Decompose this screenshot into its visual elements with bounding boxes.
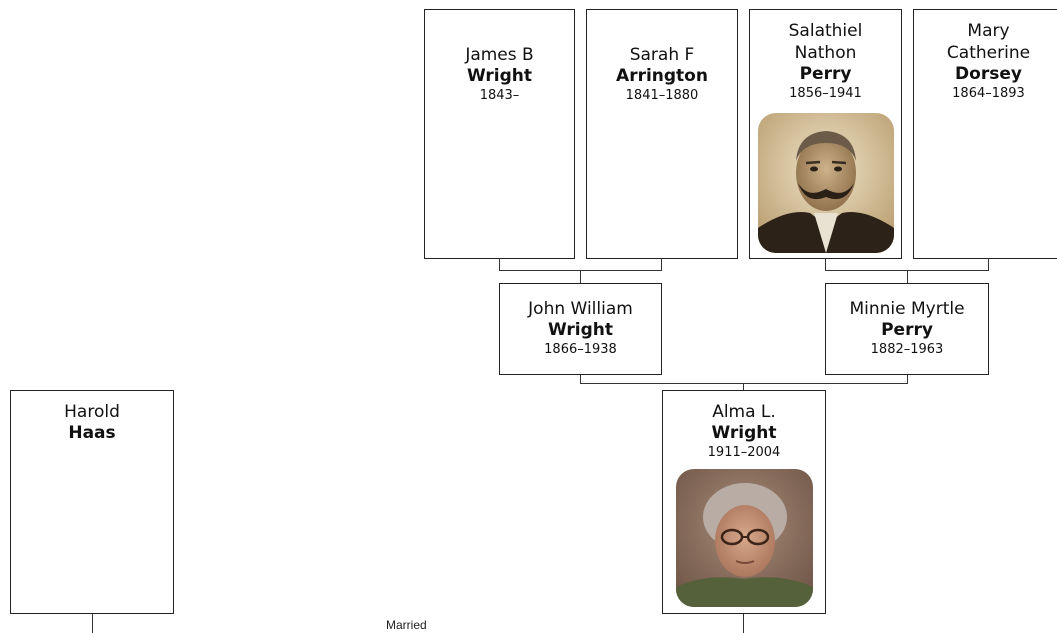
- life-dates: 1911–2004: [707, 445, 781, 460]
- given-name: Sarah F: [629, 45, 695, 65]
- person-card-sarah-arrington[interactable]: Sarah F Arrington 1841–1880: [586, 9, 738, 259]
- portrait-photo[interactable]: [676, 469, 813, 607]
- life-dates: 1841–1880: [625, 88, 699, 103]
- connector-line: [988, 258, 989, 271]
- connector-line: [580, 270, 581, 284]
- person-card-minnie-perry[interactable]: Minnie Myrtle Perry 1882–1963: [825, 283, 989, 375]
- surname: Wright: [466, 66, 533, 86]
- person-card-mary-dorsey[interactable]: Mary Catherine Dorsey 1864–1893: [913, 9, 1057, 259]
- surname: Perry: [881, 320, 933, 340]
- connector-line: [499, 258, 500, 271]
- given-name: Salathiel Nathon: [788, 21, 863, 63]
- surname: Wright: [547, 320, 614, 340]
- surname: Haas: [68, 423, 116, 443]
- connector-line: [92, 613, 93, 633]
- life-dates: 1864–1893: [952, 86, 1025, 101]
- given-name: Alma L.: [712, 402, 776, 422]
- life-dates: 1882–1963: [870, 342, 944, 357]
- given-name: Harold: [64, 402, 120, 422]
- life-dates: 1866–1938: [544, 342, 617, 357]
- surname: Wright: [711, 423, 777, 443]
- given-name: James B: [465, 45, 534, 65]
- connector-line: [743, 613, 744, 633]
- person-card-harold-haas[interactable]: Harold Haas: [10, 390, 174, 614]
- surname: Perry: [799, 64, 852, 84]
- person-card-salathiel-perry[interactable]: Salathiel Nathon Perry 1856–1941: [749, 9, 902, 259]
- connector-line: [580, 374, 581, 384]
- given-name: John William: [528, 299, 633, 319]
- given-name: Mary Catherine: [946, 21, 1031, 63]
- life-dates: 1856–1941: [789, 86, 862, 101]
- connector-line: [907, 270, 908, 284]
- surname: Dorsey: [955, 64, 1022, 84]
- marriage-label: Married: [386, 618, 427, 632]
- life-dates: 1843–: [479, 88, 520, 103]
- portrait-photo[interactable]: [758, 113, 894, 253]
- person-card-james-wright[interactable]: James B Wright 1843–: [424, 9, 575, 259]
- person-card-alma-wright[interactable]: Alma L. Wright 1911–2004: [662, 390, 826, 614]
- given-name: Minnie Myrtle: [849, 299, 965, 319]
- person-card-john-wright[interactable]: John William Wright 1866–1938: [499, 283, 662, 375]
- connector-line: [661, 258, 662, 271]
- connector-line: [743, 383, 744, 391]
- connector-line: [825, 258, 826, 271]
- connector-line: [580, 383, 908, 384]
- surname: Arrington: [616, 66, 708, 86]
- connector-line: [907, 374, 908, 384]
